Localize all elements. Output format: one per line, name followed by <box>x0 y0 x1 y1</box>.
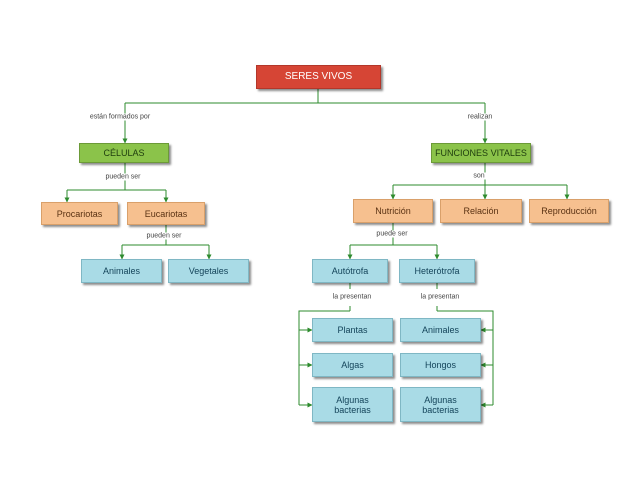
node-nutricion: Nutrición <box>353 199 433 223</box>
node-animales-heterotrofa: Animales <box>400 318 481 342</box>
node-vegetales: Vegetales <box>168 259 249 283</box>
label-la-presentan-heterotrofa: la presentan <box>418 293 462 301</box>
label-la-presentan-autotrofa: la presentan <box>330 293 374 301</box>
label-puede-ser: puede ser <box>374 230 410 238</box>
node-animales: Animales <box>81 259 162 283</box>
node-algunas-bacterias-heterotrofa: Algunas bacterias <box>400 387 481 422</box>
node-plantas: Plantas <box>312 318 393 342</box>
node-funciones-vitales: FUNCIONES VITALES <box>431 143 531 163</box>
node-celulas: CÉLULAS <box>79 143 169 163</box>
node-eucariotas: Eucariotas <box>127 202 205 225</box>
node-algas: Algas <box>312 353 393 377</box>
label-pueden-ser-celulas: pueden ser <box>103 173 143 181</box>
node-seres-vivos: SERES VIVOS <box>256 65 381 89</box>
node-relacion: Relación <box>440 199 522 223</box>
node-heterotrofa: Heterótrofa <box>399 259 475 283</box>
label-son: son <box>471 172 487 180</box>
node-hongos: Hongos <box>400 353 481 377</box>
node-procariotas: Procariotas <box>41 202 118 225</box>
node-autotrofa: Autótrofa <box>312 259 388 283</box>
label-estan-formados-por: están formados por <box>87 113 153 121</box>
node-reproduccion: Reproducción <box>529 199 609 223</box>
label-realizan: realizan <box>465 113 495 121</box>
node-algunas-bacterias-autotrofa: Algunas bacterias <box>312 387 393 422</box>
label-pueden-ser-eucariotas: pueden ser <box>144 232 184 240</box>
